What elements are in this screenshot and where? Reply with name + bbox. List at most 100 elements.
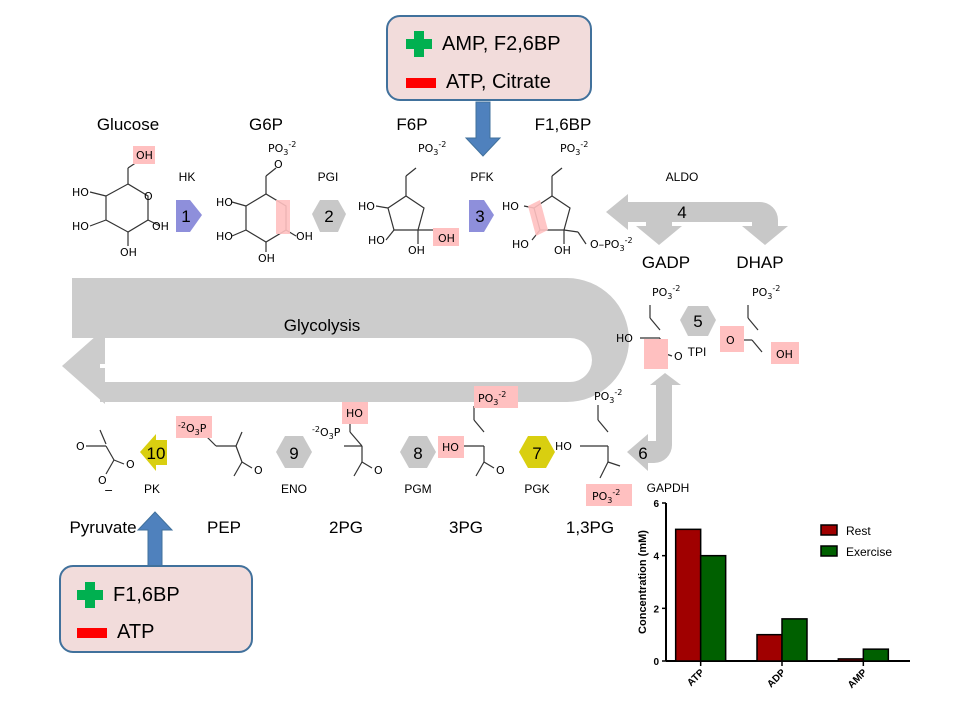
enzyme-tpi: TPI — [688, 345, 707, 359]
step-3-arrow — [469, 200, 494, 232]
label-3pg: 3PG — [449, 518, 483, 537]
f6p-ho-1: HO — [358, 200, 375, 213]
legend-swatch-exercise — [820, 545, 838, 557]
enzyme-hk: HK — [179, 170, 196, 184]
step-8-number: 8 — [413, 444, 422, 463]
y-tick-label: 4 — [653, 552, 659, 563]
f16bp-phosphate-bottom: O–PO3-2 — [590, 236, 633, 253]
step-3-number: 3 — [475, 207, 484, 226]
gadp-phosphate: PO3-2 — [652, 284, 680, 301]
f16bp-oh-3: OH — [554, 244, 571, 257]
highlight-3pg-ho — [438, 436, 464, 458]
highlight-13bpg-phosphate — [586, 484, 632, 506]
enzyme-pgi: PGI — [318, 170, 339, 184]
glucose-ho-1: HO — [72, 186, 89, 199]
structure-f6p — [375, 167, 436, 244]
minus-icon — [77, 627, 107, 638]
pfk-regulation-arrow — [464, 101, 502, 157]
step-8-arrow — [400, 436, 436, 468]
3pg-phosphate: PO3-2 — [478, 390, 506, 407]
f6p-oh-4: OH — [438, 232, 455, 245]
bar-exercise-amp — [862, 648, 890, 662]
pyruvate-anion-o: O — [98, 474, 107, 487]
structure-13bpg — [580, 405, 621, 479]
step-7-number: 7 — [532, 444, 541, 463]
enzyme-eno: ENO — [281, 482, 307, 496]
glucose-oh-4: OH — [152, 220, 169, 233]
highlight-dhap-carbonyl — [720, 326, 744, 352]
dhap-phosphate: PO3-2 — [752, 284, 780, 301]
pfk-regulation-box: AMP, F2,6BP ATP, Citrate — [386, 15, 592, 101]
structure-2pg — [344, 420, 373, 477]
x-tick-label: ATP — [685, 667, 707, 689]
label-2pg: 2PG — [329, 518, 363, 537]
f16bp-phosphate-top: PO3-2 — [560, 140, 588, 157]
g6p-oh-4: OH — [296, 230, 313, 243]
f16bp-ho-1: HO — [502, 200, 519, 213]
pfk-activators: AMP, F2,6BP — [442, 32, 561, 55]
label-gadp: GADP — [642, 253, 690, 272]
bar-exercise-atp — [699, 554, 727, 662]
highlight-glucose-oh — [133, 146, 155, 164]
bar-rest-atp — [674, 528, 702, 662]
structure-pep — [205, 431, 253, 477]
bar-exercise-adp — [781, 618, 808, 662]
pyruvate-carboxyl-o: O — [126, 458, 135, 471]
legend-swatch-rest — [820, 524, 838, 536]
f6p-phosphate: PO3-2 — [418, 140, 446, 157]
enzyme-pk: PK — [144, 482, 160, 496]
13bpg-phosphate-top: PO3-2 — [594, 388, 622, 405]
f6p-ho-2: HO — [368, 234, 385, 247]
structure-glucose — [89, 159, 161, 246]
pk-inhibitors: ATP — [117, 621, 155, 643]
pyruvate-keto-o: O — [76, 440, 85, 453]
step-10-number: 10 — [147, 444, 166, 463]
structure-pyruvate — [86, 429, 125, 475]
glycolysis-inner-line — [100, 364, 570, 368]
gadp-ho: HO — [616, 332, 633, 345]
highlight-pep-phosphate — [176, 416, 212, 438]
plus-icon — [77, 582, 103, 608]
g6p-phosphate: PO3-2 — [268, 140, 296, 157]
enzyme-pfk: PFK — [470, 170, 493, 184]
label-f6p: F6P — [396, 115, 427, 134]
step-5-arrow — [680, 306, 716, 336]
glycolysis-band-top — [72, 278, 629, 402]
step-2-arrow — [312, 200, 346, 232]
pk-inhibitors-row: ATP — [77, 621, 154, 644]
2pg-carboxyl-o: O — [374, 464, 383, 477]
label-pep: PEP — [207, 518, 241, 537]
label-13bpg: 1,3PG — [566, 518, 614, 537]
highlight-dhap-oh — [771, 342, 799, 364]
x-tick-label: ADP — [765, 667, 788, 690]
y-tick-label: 6 — [653, 499, 659, 510]
gadp-o: O — [674, 350, 683, 363]
step-6-number: 6 — [638, 444, 647, 463]
step-1-arrow — [176, 200, 202, 232]
minus-icon — [406, 77, 436, 88]
label-g6p: G6P — [249, 115, 283, 134]
step-1-number: 1 — [181, 207, 190, 226]
step-9-number: 9 — [289, 444, 298, 463]
pep-carboxyl-o: O — [254, 464, 263, 477]
step-2-number: 2 — [324, 207, 333, 226]
y-axis-label: Concentration (mM) — [637, 530, 649, 634]
step-4-arrow — [606, 194, 788, 245]
pk-regulation-box: F1,6BP ATP — [59, 565, 253, 653]
g6p-ho-2: HO — [216, 230, 233, 243]
step-9-arrow — [276, 436, 312, 468]
label-f16bp: F1,6BP — [535, 115, 592, 134]
highlight-f16bp-bond — [528, 200, 548, 236]
dhap-oh: OH — [776, 348, 793, 361]
pk-regulation-arrow — [136, 511, 174, 567]
3pg-ho: HO — [442, 441, 459, 454]
pfk-inhibitors: ATP, Citrate — [446, 71, 551, 93]
step-6-arrow-fill — [627, 373, 681, 471]
highlight-gadp-aldehyde — [644, 339, 668, 369]
y-tick-label: 2 — [653, 604, 659, 615]
g6p-ho-1: HO — [216, 196, 233, 209]
step-10-arrow — [140, 434, 167, 471]
glycolysis-arrowhead-fill — [62, 328, 105, 404]
